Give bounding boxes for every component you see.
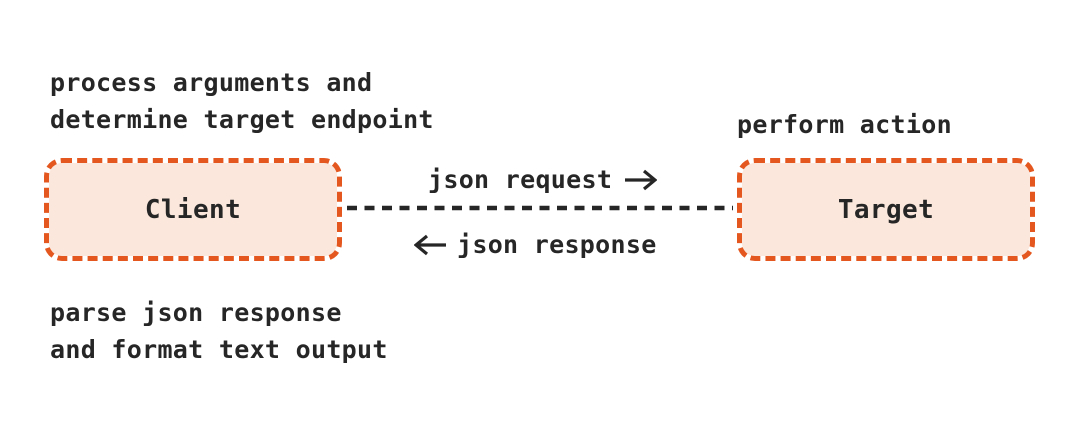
client-note-above: process arguments and determine target e… [50, 64, 434, 138]
target-node: Target [737, 158, 1035, 261]
note-line: process arguments and [50, 68, 373, 97]
response-label: json response [457, 230, 657, 259]
client-node: Client [44, 158, 342, 261]
target-label: Target [837, 194, 935, 225]
request-label: json request [428, 165, 613, 194]
note-line: determine target endpoint [50, 105, 434, 134]
right-arrow-icon [625, 169, 658, 190]
connector-line [347, 205, 733, 211]
note-line: parse json response [50, 298, 342, 327]
note-line: and format text output [50, 335, 388, 364]
left-arrow-icon [414, 234, 446, 255]
client-label: Client [144, 194, 242, 225]
target-note-above: perform action [737, 106, 952, 143]
client-note-below: parse json response and format text outp… [50, 294, 388, 368]
request-label-row: json request [428, 165, 658, 194]
response-label-row: json response [414, 230, 657, 259]
note-line: perform action [737, 110, 952, 139]
